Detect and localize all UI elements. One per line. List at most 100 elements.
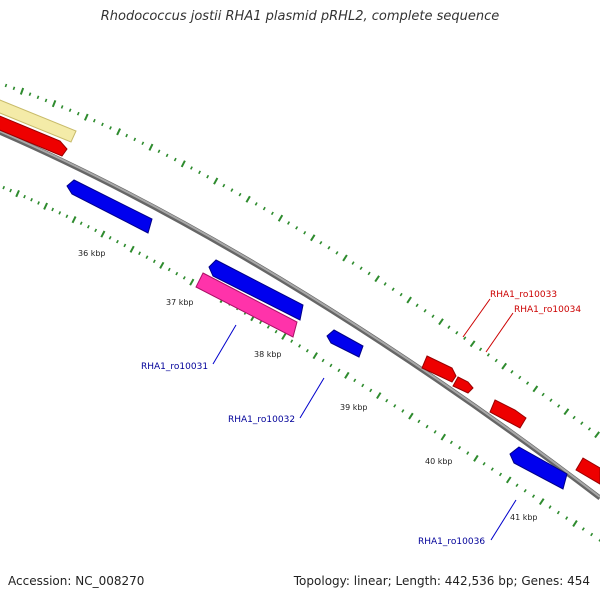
- scale-tick: [259, 320, 263, 325]
- scale-tick: [180, 160, 186, 168]
- upper-tick-row: [4, 83, 600, 439]
- scale-tick: [548, 505, 552, 509]
- scale-tick: [12, 86, 16, 91]
- scale-tick: [425, 424, 429, 429]
- gene-forward-3[interactable]: [575, 457, 600, 485]
- scale-tick: [86, 224, 90, 229]
- scale-tick: [385, 398, 389, 403]
- gene-forward-2[interactable]: [489, 399, 527, 429]
- scale-tick: [321, 358, 325, 363]
- scale-tick: [123, 243, 127, 248]
- scale-tick: [262, 206, 266, 211]
- scale-tick: [4, 83, 8, 88]
- scale-tick: [319, 240, 323, 245]
- scale-tick: [563, 408, 570, 416]
- scale-tick: [83, 113, 89, 121]
- gene-label-ro10034[interactable]: RHA1_ro10034: [514, 305, 581, 315]
- outer-feature-yellow: [0, 99, 77, 143]
- scale-tick: [189, 278, 195, 286]
- scale-tick: [549, 398, 553, 402]
- leader-ro10031: [212, 324, 237, 365]
- scale-tick: [116, 128, 122, 136]
- gene-label-ro10033[interactable]: RHA1_ro10033: [490, 290, 557, 300]
- scale-tick: [19, 87, 25, 95]
- scale-tick: [115, 239, 119, 244]
- scale-tick: [327, 245, 331, 250]
- scale-tick: [498, 472, 503, 477]
- scale-tick: [68, 108, 72, 113]
- gene-reverse-1[interactable]: [66, 179, 153, 234]
- scale-tick: [531, 494, 536, 498]
- map-title: Rhodococcus jostii RHA1 plasmid pRHL2, c…: [100, 9, 500, 24]
- gene-label-ro10031[interactable]: RHA1_ro10031: [141, 362, 208, 372]
- scale-tick: [473, 454, 479, 462]
- gene-reverse-2[interactable]: [208, 259, 304, 321]
- scale-tick: [369, 388, 373, 393]
- scale-tick: [36, 95, 40, 100]
- scale-tick: [222, 183, 226, 188]
- scale-tick: [266, 325, 270, 329]
- scale-tick: [501, 362, 508, 370]
- scale-tick: [455, 330, 459, 335]
- scale-tick: [79, 221, 83, 225]
- gene-ro10032[interactable]: [326, 329, 364, 358]
- scale-tick: [287, 221, 291, 225]
- scale-tick: [277, 214, 284, 222]
- gene-forward-1[interactable]: [0, 112, 68, 157]
- gene-ro10034[interactable]: [452, 376, 474, 394]
- scale-tick: [353, 378, 357, 383]
- scale-tick: [374, 275, 380, 283]
- gene-label-ro10036[interactable]: RHA1_ro10036: [418, 537, 485, 547]
- scale-tick: [125, 133, 129, 138]
- scale-tick: [351, 261, 355, 265]
- scale-tick: [525, 381, 530, 385]
- scale-tick: [438, 318, 444, 326]
- scale-tick: [587, 427, 592, 431]
- scale-tick: [65, 214, 69, 219]
- scale-tick: [159, 261, 165, 269]
- scale-tick: [361, 383, 365, 388]
- scale-tick: [76, 111, 80, 116]
- kbp-label-38: 38 kbp: [254, 350, 282, 359]
- gene-ro10036[interactable]: [509, 446, 568, 490]
- scale-tick: [43, 202, 49, 210]
- kbp-label-36: 36 kbp: [78, 249, 106, 258]
- scale-tick: [556, 510, 560, 515]
- scale-tick: [431, 314, 435, 318]
- scale-tick: [71, 216, 77, 224]
- scale-tick: [298, 344, 302, 348]
- scale-tick: [213, 177, 219, 185]
- scale-tick: [482, 461, 486, 466]
- scale-tick: [505, 476, 512, 484]
- scale-tick: [469, 340, 476, 348]
- scale-tick: [538, 498, 545, 506]
- scale-tick: [463, 336, 467, 340]
- gene-label-ro10032[interactable]: RHA1_ro10032: [228, 415, 295, 425]
- scale-tick: [60, 105, 64, 109]
- scale-tick: [433, 430, 437, 434]
- scale-tick: [37, 201, 40, 205]
- scale-tick: [447, 325, 451, 329]
- scale-tick: [329, 363, 333, 368]
- scale-tick: [238, 192, 242, 197]
- scale-tick: [572, 520, 578, 527]
- gene-ro10031[interactable]: [195, 272, 298, 338]
- scale-tick: [295, 226, 299, 230]
- scale-tick: [230, 188, 234, 192]
- scale-tick: [270, 211, 274, 216]
- scale-tick: [518, 375, 522, 380]
- scale-tick: [312, 352, 318, 360]
- gene-ro10033[interactable]: [421, 355, 457, 383]
- scale-tick: [565, 516, 569, 520]
- scale-tick: [182, 276, 186, 280]
- scale-tick: [598, 538, 600, 542]
- kbp-label-39: 39 kbp: [340, 403, 368, 412]
- scale-tick: [23, 194, 26, 199]
- scale-tick: [337, 368, 341, 373]
- scale-tick: [466, 451, 470, 455]
- scale-tick: [198, 170, 202, 175]
- scale-tick: [2, 185, 6, 190]
- scale-tick: [157, 149, 161, 154]
- scale-tick: [449, 440, 453, 445]
